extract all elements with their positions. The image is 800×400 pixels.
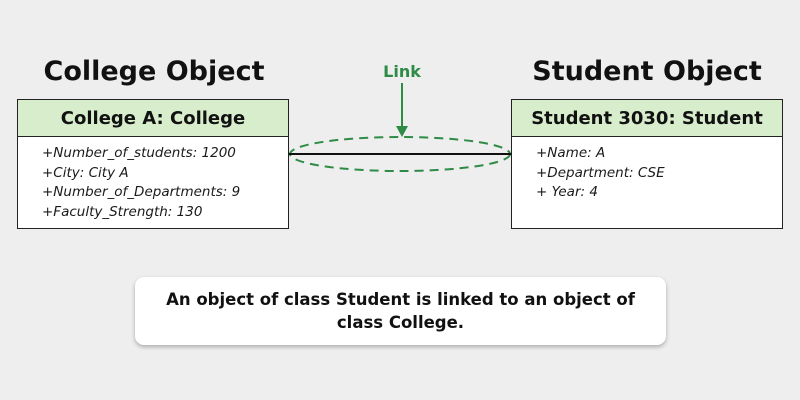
college-attribute: +Faculty_Strength: 130 xyxy=(42,203,203,220)
caption-box: An object of class Student is linked to … xyxy=(135,277,666,345)
college-attribute: +Number_of_students: 1200 xyxy=(42,145,236,161)
student-attribute-list: +Name: A +Department: CSE + Year: 4 xyxy=(512,137,782,203)
student-object-title: Student Object xyxy=(532,56,762,87)
student-object-box: Student 3030: Student +Name: A +Departme… xyxy=(511,99,783,229)
college-object-box: College A: College +Number_of_students: … xyxy=(17,99,289,229)
college-attribute: +City: City A xyxy=(42,164,129,181)
college-attribute-list: +Number_of_students: 1200 +City: City A … xyxy=(18,137,288,222)
link-label: Link xyxy=(383,62,421,81)
college-object-header: College A: College xyxy=(18,100,288,137)
college-object-title: College Object xyxy=(43,56,265,87)
student-attribute: +Department: CSE xyxy=(536,164,665,181)
student-object-header: Student 3030: Student xyxy=(512,100,782,137)
caption-text: An object of class Student is linked to … xyxy=(166,290,635,332)
student-attribute: + Year: 4 xyxy=(536,184,598,200)
college-attribute: +Number_of_Departments: 9 xyxy=(42,184,241,200)
student-attribute: +Name: A xyxy=(536,145,606,161)
link-pointer-arrowhead xyxy=(396,126,408,137)
link-highlight-ellipse xyxy=(289,136,511,172)
